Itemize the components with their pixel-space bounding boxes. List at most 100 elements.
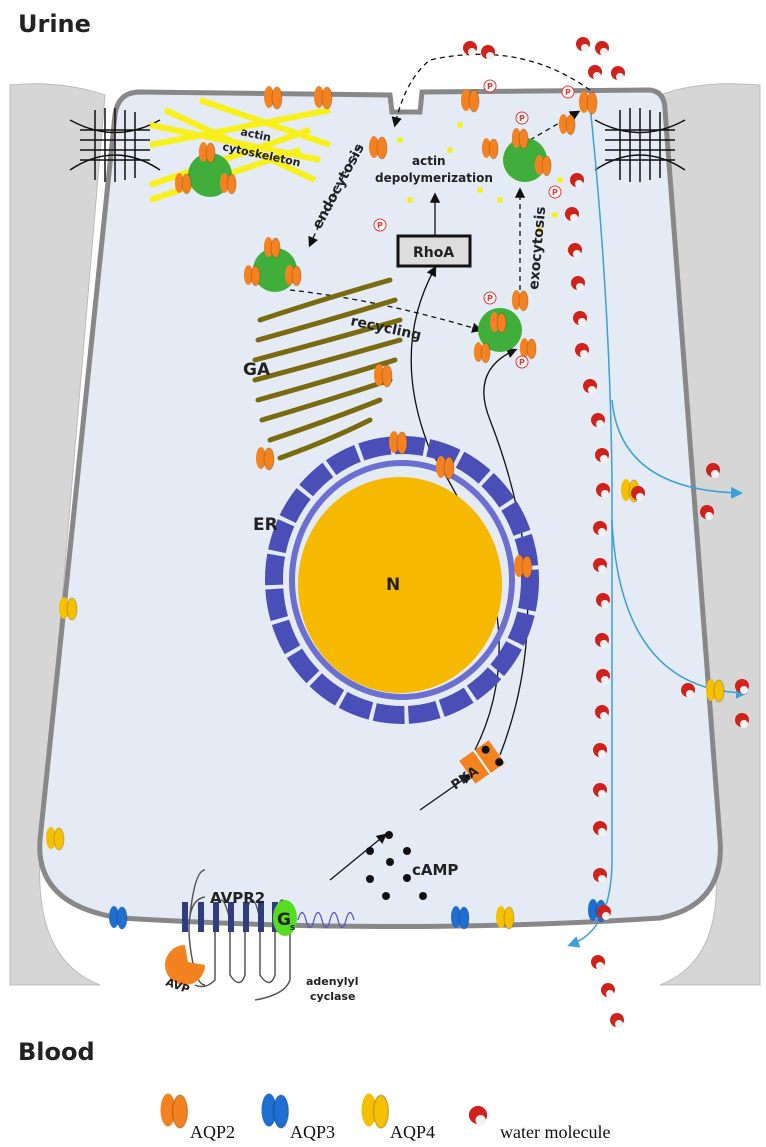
aqp2-channel: [256, 447, 275, 471]
aqp2-channel: [314, 86, 333, 110]
water-molecule: [573, 311, 587, 326]
phospho-tag: [548, 185, 562, 199]
actin-label-1: actin: [239, 125, 272, 144]
urine-label: Urine: [18, 10, 91, 38]
aqp2-channel: [511, 128, 529, 150]
water-molecule: [576, 37, 590, 52]
phospho-label: P: [565, 88, 571, 97]
actin-monomer: [557, 177, 563, 183]
golgi-label: GA: [243, 360, 271, 380]
aqp2-channel: [534, 155, 552, 177]
actin-monomer: [447, 147, 453, 153]
phospho-tag: [561, 85, 575, 99]
tight-junction-left: [69, 108, 161, 182]
aqp4-channel: [46, 827, 65, 851]
water-molecule: [681, 683, 695, 698]
water-molecule: [565, 207, 579, 222]
aqp3-legend-icon: [261, 1093, 290, 1129]
aqp2-channel: [369, 136, 388, 160]
aqp2-channel: [263, 237, 281, 259]
water-molecule: [595, 41, 609, 56]
aqp4-channel: [496, 906, 515, 930]
legend-aqp2: AQP2: [190, 1122, 235, 1142]
phospho-tag: [515, 111, 529, 125]
aqp2-channel: [198, 142, 216, 164]
depolymerization-label-2: depolymerization: [375, 171, 493, 185]
aqp2-channel: [436, 456, 455, 480]
avpr2-label: AVPR2: [210, 889, 265, 907]
water-molecule-legend-icon: [468, 1105, 488, 1126]
aqp2-channel: [264, 86, 283, 110]
water-molecule: [571, 276, 585, 291]
aqp2-channel: [514, 555, 533, 579]
aqp3-channel: [451, 906, 470, 930]
camp-label: cAMP: [412, 861, 458, 879]
adenylyl-cyclase: [297, 911, 355, 929]
water-molecule: [595, 633, 609, 648]
legend-aqp3: AQP3: [290, 1122, 335, 1142]
water-molecule: [568, 243, 582, 258]
aqp2-channel: [374, 364, 393, 388]
phospho-tag: [483, 79, 497, 93]
aqp2-channel: [389, 431, 408, 455]
water-molecule: [596, 483, 610, 498]
phospho-tag: [373, 218, 387, 232]
gs-label: G: [277, 910, 291, 930]
aqp2-channel: [243, 265, 261, 287]
water-molecule: [595, 448, 609, 463]
tight-junction-right: [594, 108, 686, 182]
water-molecule: [610, 1013, 624, 1028]
water-molecule: [706, 463, 720, 478]
rhoa-label: RhoA: [413, 245, 454, 261]
aqp4-channel: [59, 597, 78, 621]
nucleus-label: N: [386, 575, 400, 595]
phospho-label: P: [487, 294, 493, 303]
water-molecule: [463, 41, 477, 56]
aqp2-channel: [284, 265, 302, 287]
legend-water-molecule: water molecule: [500, 1122, 610, 1142]
aqp2-channel: [461, 89, 480, 113]
water-molecule: [591, 413, 605, 428]
rhoa-box: [396, 234, 472, 268]
adenylyl-label: adenylyl: [306, 975, 358, 988]
phospho-label: P: [519, 114, 525, 123]
water-molecule: [593, 821, 607, 836]
aqp2-channel: [174, 173, 192, 195]
aqp2-channel: [579, 91, 598, 115]
water-molecule: [631, 486, 645, 501]
actin-monomer: [497, 197, 503, 203]
actin-monomer: [407, 197, 413, 203]
aqp4-legend-icon: [361, 1093, 390, 1129]
phospho-label: P: [552, 188, 558, 197]
aqp2-channel: [481, 138, 499, 160]
actin-monomer: [477, 187, 483, 193]
water-molecule: [735, 713, 749, 728]
water-molecule: [588, 65, 602, 80]
aqp2-channel: [511, 290, 529, 312]
aqp2-channel: [489, 312, 507, 334]
water-molecule: [593, 558, 607, 573]
er-label: ER: [253, 515, 278, 535]
water-molecule: [611, 66, 625, 81]
water-molecule: [596, 593, 610, 608]
water-molecule: [596, 669, 610, 684]
phospho-label: P: [487, 82, 493, 91]
phospho-label: P: [377, 221, 383, 230]
water-molecule: [591, 955, 605, 970]
legend-aqp4: AQP4: [390, 1122, 435, 1142]
pka-icon: [459, 740, 505, 784]
phospho-label: P: [519, 358, 525, 367]
aqp3-channel: [109, 906, 128, 930]
camp-molecules: [366, 831, 427, 900]
water-molecule: [700, 505, 714, 520]
water-molecule: [601, 983, 615, 998]
aqp2-channel: [558, 114, 576, 136]
water-molecule: [583, 379, 597, 394]
aqp2-channel: [219, 173, 237, 195]
aqp2-channel: [519, 338, 537, 360]
neighbor-cell-left: [9, 83, 106, 986]
water-molecule: [570, 173, 584, 188]
water-molecule: [597, 905, 611, 920]
phospho-tag: [515, 355, 529, 369]
actin-monomer: [397, 137, 403, 143]
